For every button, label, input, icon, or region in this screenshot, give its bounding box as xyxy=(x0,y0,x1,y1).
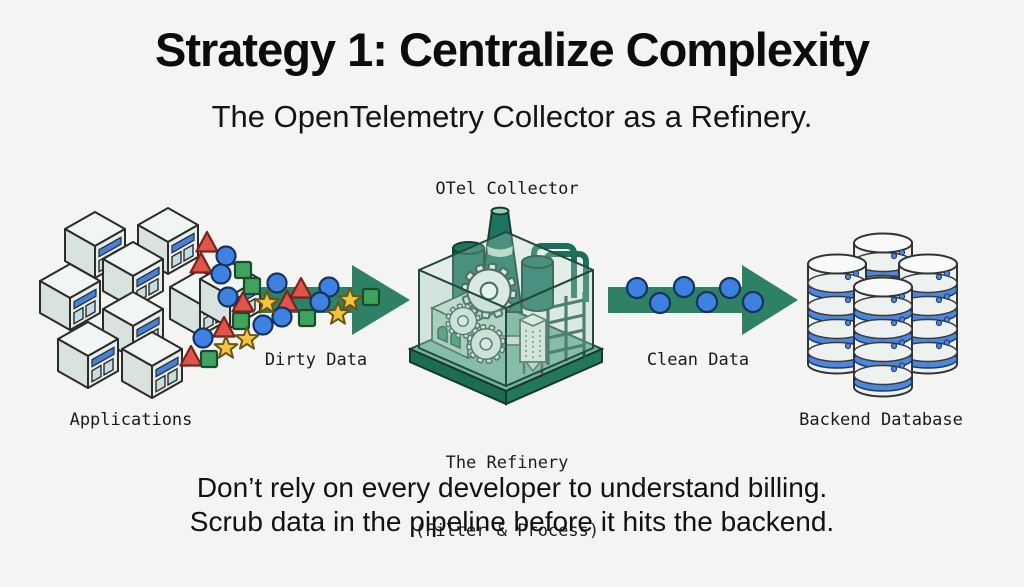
label-backend-database: Backend Database xyxy=(799,410,963,430)
circle-icon xyxy=(672,275,696,299)
circle-icon xyxy=(215,245,237,267)
circle-icon xyxy=(192,327,214,349)
circle-icon xyxy=(266,272,288,294)
label-dirty-data: Dirty Data xyxy=(264,350,368,370)
triangle-icon xyxy=(195,230,219,253)
diagram-illustration xyxy=(39,206,958,406)
circle-icon xyxy=(217,286,239,308)
label-clean-data: Clean Data xyxy=(646,350,750,370)
label-otel-collector: OTel Collector xyxy=(435,179,579,199)
square-icon xyxy=(233,260,253,280)
filter-box xyxy=(497,313,548,374)
circle-icon xyxy=(252,314,274,336)
glass-box-right xyxy=(505,269,594,387)
circle-icon xyxy=(648,291,672,315)
database-stack xyxy=(853,276,913,398)
clean-data-flow xyxy=(608,265,798,335)
slide-background: Strategy 1: Centralize Complexity The Op… xyxy=(0,23,1024,541)
circle-icon xyxy=(741,290,765,314)
circle-icon xyxy=(718,276,742,300)
refinery-illustration xyxy=(407,206,605,406)
circle-icon xyxy=(210,263,232,285)
circle-icon xyxy=(309,291,331,313)
refinery-base-right xyxy=(505,347,603,406)
caption-line2: Scrub data in the pipeline before it hit… xyxy=(189,506,835,537)
dirty-data-shapes xyxy=(179,230,381,369)
square-icon xyxy=(242,276,262,296)
label-refinery-line1: The Refinery xyxy=(445,453,569,473)
database-cluster xyxy=(807,232,958,398)
square-icon xyxy=(297,308,317,328)
circle-icon xyxy=(271,306,293,328)
circle-icon xyxy=(625,276,649,300)
circle-icon xyxy=(695,290,719,314)
page-title: Strategy 1: Centralize Complexity xyxy=(155,23,870,76)
square-icon xyxy=(361,287,381,307)
scaffold xyxy=(546,292,586,365)
page-subtitle: The OpenTelemetry Collector as a Refiner… xyxy=(211,99,813,134)
caption: Don’t rely on every developer to underst… xyxy=(0,471,1024,539)
label-applications: Applications xyxy=(69,410,193,430)
label-refinery-line2: (Filter & Process) xyxy=(414,520,600,541)
label-refinery: The Refinery (Filter & Process) xyxy=(357,407,657,587)
caption-line1: Don’t rely on every developer to underst… xyxy=(196,472,828,503)
